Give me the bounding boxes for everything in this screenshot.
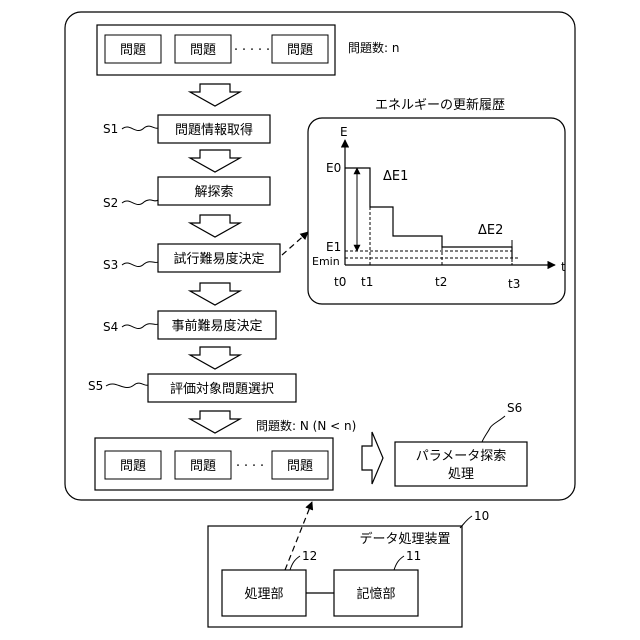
device-ref: 10 (474, 509, 489, 523)
down-arrow (190, 84, 240, 106)
problem-box-label: 問題 (120, 43, 146, 58)
t3-label: t3 (508, 277, 520, 291)
e0-label: E0 (326, 161, 341, 175)
step-s2: S2 解探索 (103, 177, 270, 210)
s6-text-line2: 処理 (448, 467, 474, 482)
problem-box-label: 問題 (190, 43, 216, 58)
energy-panel: エネルギーの更新履歴 E t E0 E1 Emin ΔE1 ΔE2 t0 t1 … (308, 97, 566, 304)
processing-unit-text: 処理部 (244, 587, 283, 602)
t2-label: t2 (435, 275, 447, 289)
step-label: S4 (103, 320, 118, 334)
step-s3: S3 試行難易度決定 (103, 244, 280, 272)
unit2-ref: 11 (406, 549, 421, 563)
ellipsis-dots: ・・・・ (234, 461, 266, 470)
t-axis-label: t (561, 260, 566, 274)
step-text: 解探索 (194, 185, 233, 200)
data-processing-device: 10 データ処理装置 12 11 処理部 記憶部 (208, 509, 489, 627)
step-text: 事前難易度決定 (171, 318, 262, 334)
s6-text-line1: パラメータ探索 (416, 449, 507, 464)
problem-count-bottom: 問題数: N (N < n) (256, 418, 356, 433)
emin-label: Emin (312, 255, 340, 268)
problem-box-label: 問題 (190, 459, 216, 474)
down-arrow (190, 411, 240, 433)
step-label: S2 (103, 196, 118, 210)
right-arrow (362, 432, 383, 484)
step-label: S6 (507, 401, 522, 415)
step-text: 評価対象問題選択 (170, 382, 274, 397)
leader-line (122, 200, 158, 205)
down-arrow (190, 215, 240, 237)
step-label: S5 (88, 379, 103, 393)
storage-unit-text: 記憶部 (356, 586, 395, 602)
s3-to-panel-connector (282, 232, 308, 255)
ellipsis-dots: ・・・・・ (232, 45, 272, 54)
leader-line (122, 126, 158, 130)
step-s5: S5 評価対象問題選択 (88, 374, 296, 402)
step-s4: S4 事前難易度決定 (103, 311, 276, 339)
problem-group-top: 問題 問題 ・・・・・ 問題 問題数: n (97, 25, 399, 75)
leader-line (122, 324, 158, 329)
step-s6: S6 パラメータ探索 処理 (395, 401, 527, 486)
leader-line (394, 556, 404, 570)
down-arrow (190, 347, 240, 369)
unit1-ref: 12 (302, 549, 317, 563)
t1-label: t1 (361, 275, 373, 289)
problem-box-label: 問題 (287, 43, 313, 58)
leader-line (106, 383, 148, 387)
delta-e2-label: ΔE2 (478, 223, 503, 238)
problem-group-bottom: 問題 問題 ・・・・ 問題 (95, 438, 333, 490)
problem-box-label: 問題 (120, 459, 146, 474)
step-text: 試行難易度決定 (173, 251, 264, 267)
energy-panel-title: エネルギーの更新履歴 (375, 97, 505, 113)
leader-line (290, 556, 300, 570)
delta-e1-label: ΔE1 (383, 169, 408, 184)
down-arrow (190, 283, 240, 305)
t0-label: t0 (334, 275, 346, 289)
e1-label: E1 (326, 240, 341, 254)
step-text: 問題情報取得 (175, 122, 253, 138)
problem-count-top: 問題数: n (348, 40, 399, 55)
down-arrow (190, 150, 240, 172)
leader-line (482, 416, 505, 442)
device-title: データ処理装置 (359, 531, 450, 547)
e-axis-label: E (340, 125, 348, 139)
step-label: S1 (103, 122, 118, 136)
step-s1: S1 問題情報取得 (103, 115, 270, 143)
step-label: S3 (103, 258, 118, 272)
problem-box-label: 問題 (287, 459, 313, 474)
leader-line (122, 262, 158, 267)
